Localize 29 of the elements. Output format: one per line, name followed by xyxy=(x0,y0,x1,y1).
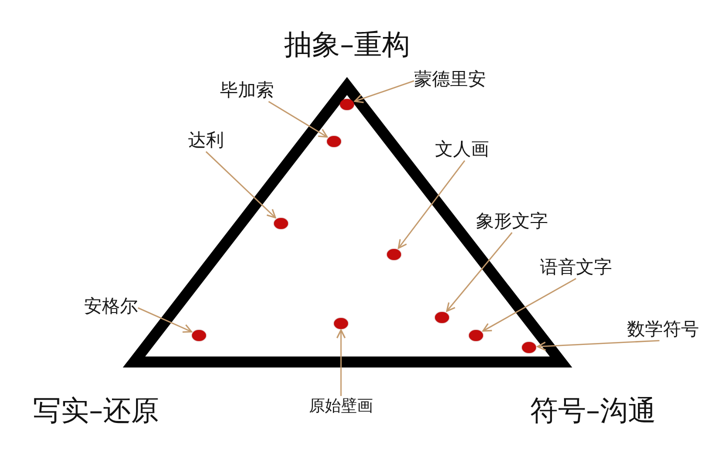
marker-dot xyxy=(435,312,449,322)
callout-text: 语音文字 xyxy=(540,257,612,279)
callout-text: 安格尔 xyxy=(84,296,138,318)
leader-arrow xyxy=(482,278,576,332)
leader-arrow xyxy=(446,232,512,312)
callout-text: 原始壁画 xyxy=(309,396,373,416)
leader-arrow xyxy=(138,307,192,333)
callout-text: 蒙德里安 xyxy=(414,69,486,91)
marker-dot xyxy=(387,248,401,260)
leader-arrow xyxy=(336,329,346,396)
leader-arrow xyxy=(206,151,276,218)
vertex-label: 写实–还原 xyxy=(33,394,159,428)
marker-dot xyxy=(327,136,341,146)
leader-arrow xyxy=(354,80,414,104)
callout-text: 文人画 xyxy=(435,139,489,161)
callout-text: 象形文字 xyxy=(476,211,548,233)
vertex-label: 抽象–重构 xyxy=(284,28,410,62)
leader-arrow xyxy=(398,160,466,249)
callout-text: 达利 xyxy=(188,130,224,152)
marker-dot xyxy=(334,318,348,328)
marker-dot xyxy=(469,330,483,340)
leader-arrow xyxy=(536,340,660,351)
callout-text: 数学符号 xyxy=(627,319,699,341)
vertex-label: 符号–沟通 xyxy=(530,394,656,428)
callout-text: 毕加索 xyxy=(220,80,274,102)
marker-dot xyxy=(192,330,206,340)
leader-arrow xyxy=(268,101,328,138)
marker-dot xyxy=(274,218,288,228)
marker-dot xyxy=(522,342,536,352)
